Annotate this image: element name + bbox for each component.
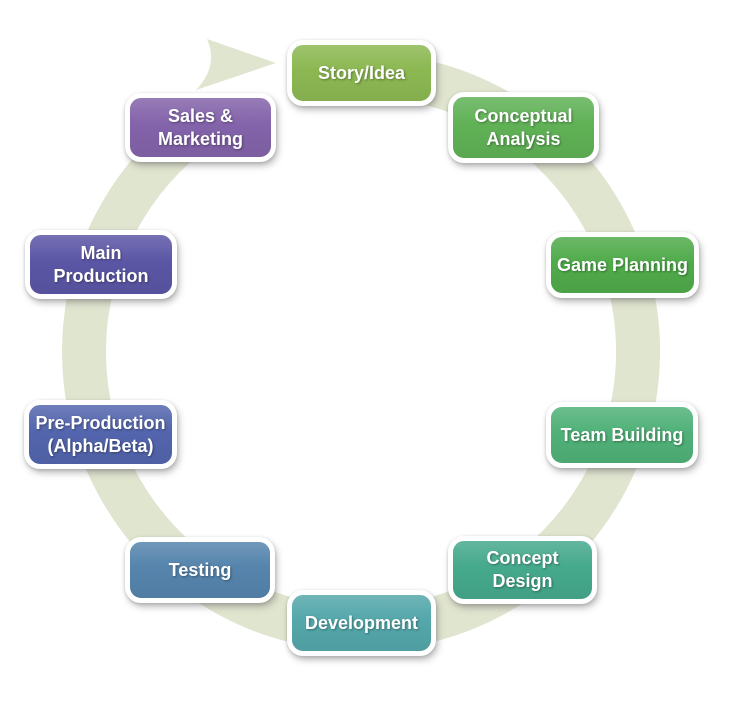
step-testing: Testing	[125, 537, 275, 603]
cycle-arrowhead	[196, 39, 276, 90]
step-label-line: Conceptual	[474, 105, 573, 126]
step-label-line: Testing	[168, 559, 232, 580]
step-conceptual-analysis: Conceptual Analysis	[448, 92, 599, 163]
step-label-line: Pre-Production	[35, 412, 166, 433]
step-label-line: Development	[304, 612, 419, 633]
step-label-line: Analysis	[486, 128, 561, 149]
step-sales-marketing: Sales & Marketing	[125, 93, 276, 162]
step-pre-production: Pre-Production (Alpha/Beta)	[24, 400, 177, 469]
step-concept-design: Concept Design	[448, 536, 597, 604]
step-team-building: Team Building	[546, 402, 698, 468]
step-label-line: Story/Idea	[317, 62, 406, 83]
step-game-planning: Game Planning	[546, 232, 699, 298]
step-label-line: Design	[492, 571, 553, 591]
step-development: Development	[287, 590, 436, 656]
step-label-line: Marketing	[157, 128, 244, 149]
step-label-line: Production	[53, 265, 149, 286]
step-label-line: Game Planning	[556, 254, 689, 275]
step-story-idea: Story/Idea	[287, 40, 436, 106]
step-label-line: Concept	[486, 548, 559, 568]
step-main-production: Main Production	[25, 230, 177, 299]
step-label-line: (Alpha/Beta)	[47, 435, 154, 456]
step-label-line: Main	[80, 242, 122, 263]
step-label-line: Team Building	[560, 424, 684, 445]
step-label-line: Sales &	[167, 105, 234, 126]
